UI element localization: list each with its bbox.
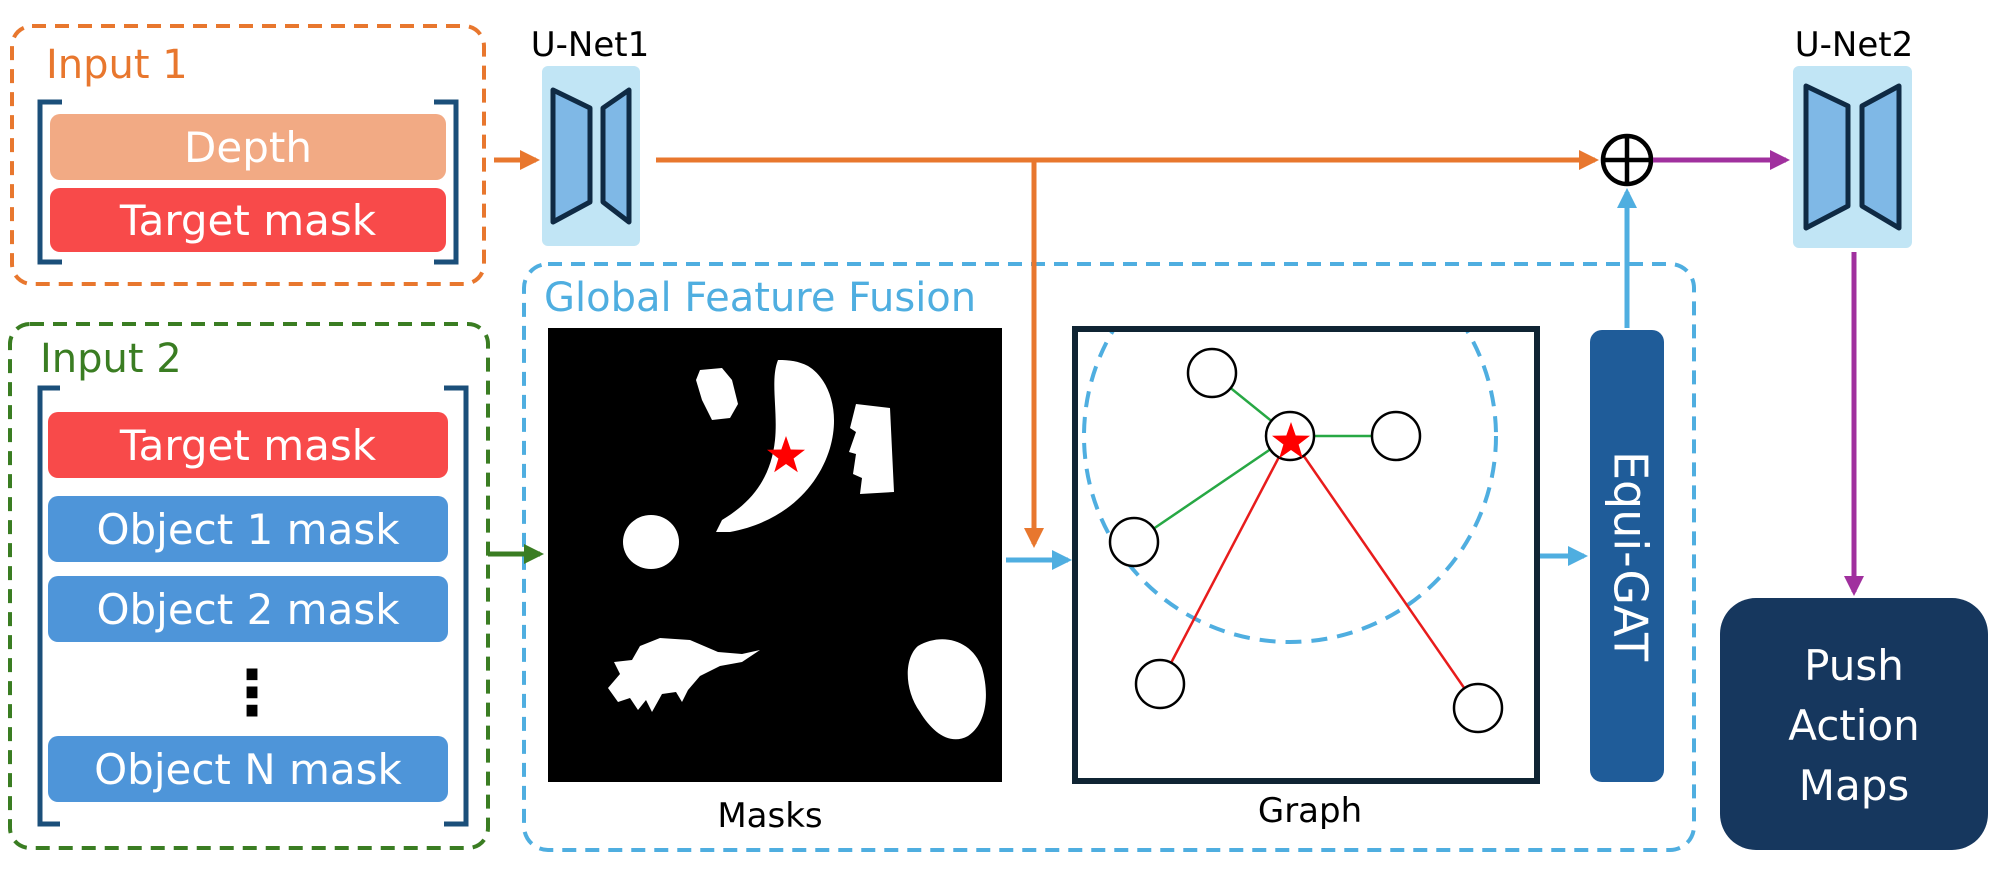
graph-node-right	[1370, 410, 1422, 462]
unet1-label: U-Net1	[531, 25, 649, 65]
equi-gat-box	[1590, 330, 1664, 782]
masks-target-star-icon	[767, 436, 805, 473]
equi-gat-label: Equi-GAT	[1604, 451, 1658, 662]
global-feature-fusion-group: Global Feature Fusion Masks Graph Equi-G…	[522, 262, 1696, 852]
masks-label: Masks	[717, 796, 822, 836]
output-box	[1720, 598, 1988, 850]
graph-edge-green-3	[1133, 434, 1291, 544]
input-1-frame	[10, 24, 486, 286]
input-2-target-mask-label: Target mask	[119, 421, 377, 470]
fusion-title: Global Feature Fusion	[544, 275, 976, 321]
unet2-encoder	[1803, 83, 1851, 231]
output-line-2: Action	[1788, 701, 1920, 750]
input-1-target-mask-label: Target mask	[119, 196, 377, 245]
unet1-decoder	[600, 87, 632, 225]
input-2-group: Input 2 Target mask Object 1 mask Object…	[8, 322, 490, 850]
graph-node-left	[1108, 516, 1160, 568]
graph-edge-red-2	[1288, 435, 1480, 709]
output-line-3: Maps	[1799, 761, 1910, 810]
output-line-1: Push	[1804, 641, 1904, 690]
object-2-mask-label: Object 2 mask	[96, 585, 400, 634]
input-2-bracket-left	[37, 385, 60, 827]
object-mask-blob-1	[696, 368, 738, 420]
object-mask-box	[849, 404, 894, 494]
input-1-title: Input 1	[46, 42, 188, 88]
object-mask-blob-2	[623, 515, 679, 569]
graph-target-star-icon	[1272, 422, 1310, 459]
object-n-mask-box	[48, 736, 448, 802]
unet2-label: U-Net2	[1795, 25, 1913, 65]
unet2-decoder	[1859, 83, 1902, 231]
graph-label: Graph	[1258, 791, 1362, 831]
input-1-bracket-right	[434, 99, 459, 265]
object-1-mask-label: Object 1 mask	[96, 505, 400, 554]
depth-box	[50, 114, 446, 180]
banana-mask	[716, 360, 835, 532]
depth-label: Depth	[184, 123, 312, 172]
object-1-mask-box	[48, 496, 448, 562]
object-2-mask-box	[48, 576, 448, 642]
input-1-target-mask-box	[50, 188, 446, 252]
unet1-block: U-Net1	[531, 25, 649, 246]
graph-node-bottom-right	[1452, 682, 1504, 734]
arrows	[488, 150, 1864, 596]
push-action-maps-block: Push Action Maps	[1720, 598, 1988, 850]
dinosaur-mask	[608, 638, 760, 712]
fusion-title-backdrop	[540, 270, 1024, 322]
neighborhood-radius-circle	[1082, 332, 1498, 644]
graph-edge-red-1	[1158, 435, 1292, 685]
input-1-bracket-left	[37, 99, 62, 265]
unet1-encoder	[550, 87, 593, 225]
graph-node-top	[1186, 347, 1238, 399]
ellipsis-dots: ⋮	[221, 656, 283, 729]
input-2-bracket-right	[444, 385, 469, 827]
feature-sum-node	[1600, 133, 1654, 187]
unet2-block: U-Net2	[1793, 25, 1913, 248]
input-2-target-mask-box	[48, 412, 448, 478]
object-mask-blob-3	[907, 639, 986, 740]
input-2-frame	[8, 322, 490, 850]
graph-node-bottom-left	[1134, 658, 1186, 710]
input-1-group: Input 1 Depth Target mask	[10, 24, 486, 286]
object-n-mask-label: Object N mask	[94, 745, 402, 794]
input-2-title: Input 2	[40, 336, 182, 382]
